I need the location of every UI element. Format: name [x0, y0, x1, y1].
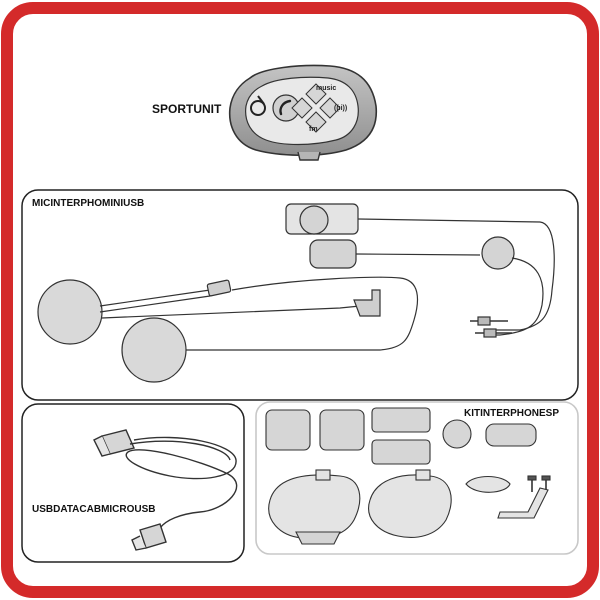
- oval-pad: [485, 423, 537, 447]
- usb-cable-drawing: [93, 429, 238, 551]
- velcro-pad-2: [319, 409, 365, 451]
- screw-1: [527, 475, 537, 492]
- phone-icon: [279, 99, 292, 116]
- boom-mic-head: [299, 205, 329, 235]
- mount-plate-right: [368, 474, 452, 538]
- mic-right-speaker: [481, 236, 515, 270]
- dpad-left[interactable]: [291, 97, 313, 119]
- dpad-right[interactable]: [319, 97, 341, 119]
- micro-usb-tip: [131, 535, 147, 551]
- mic-kit-components: [37, 203, 555, 383]
- jack-plug-2: [475, 328, 512, 338]
- allen-key: [497, 487, 549, 519]
- micro-usb-plug: [139, 523, 167, 549]
- adhesive-strip-2: [371, 439, 431, 465]
- usb-cable-panel: [21, 403, 245, 563]
- round-pad: [442, 419, 472, 449]
- main-cable: [101, 305, 361, 319]
- mount-kit-label: KITINTERPHONESP: [464, 408, 559, 419]
- dpad: [291, 83, 341, 133]
- jack-plug-1: [470, 316, 508, 326]
- mic-capsule: [309, 239, 357, 269]
- adhesive-strip-1: [371, 407, 431, 433]
- device-clip: [297, 151, 321, 161]
- usb-cable-wire-2: [129, 440, 231, 461]
- long-cable: [186, 276, 419, 351]
- usb-cable-wire: [125, 436, 238, 529]
- fm-button-label: fm: [309, 126, 318, 133]
- intercom-button-label: ((ıi)): [334, 105, 347, 112]
- mount-plate-right-clip: [415, 469, 431, 481]
- speaker-right-cable: [490, 257, 544, 336]
- power-logo-icon: [250, 95, 266, 116]
- mic-kit-label: MICINTERPHOMINIUSB: [32, 198, 144, 209]
- mount-plate-left: [268, 474, 361, 540]
- mount-plate-left-base: [295, 531, 341, 545]
- mount-kit-parts: [265, 407, 551, 545]
- dpad-up[interactable]: [305, 83, 327, 105]
- mic-capsule-cable: [355, 253, 481, 256]
- boom-mic-cable: [357, 218, 555, 331]
- speaker-center: [121, 317, 187, 383]
- sportunit-label: SPORTUNIT: [152, 102, 222, 116]
- speaker-left-cable: [99, 289, 211, 307]
- velcro-pad-1: [265, 409, 311, 451]
- usb-a-plug: [101, 429, 135, 455]
- right-angle-plug: [353, 289, 381, 317]
- small-clip: [465, 475, 511, 493]
- music-button-label: music: [316, 85, 336, 92]
- usb-connector-small: [206, 279, 232, 297]
- speaker-left: [37, 279, 103, 345]
- usb-a-tip: [93, 435, 111, 457]
- dpad-down[interactable]: [305, 111, 327, 133]
- mount-plate-left-clip: [315, 469, 331, 481]
- sportunit-device: music fm ((ıi)): [228, 64, 378, 161]
- usb-cable-label: USBDATACABMICROUSB: [32, 504, 156, 515]
